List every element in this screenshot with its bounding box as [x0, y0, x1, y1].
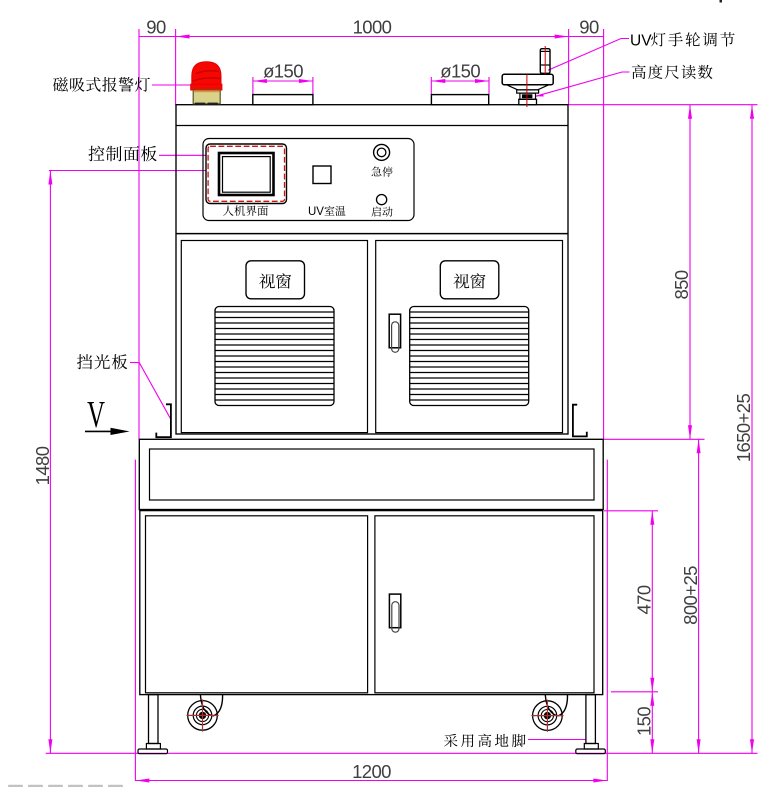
svg-text:90: 90: [146, 17, 166, 38]
svg-text:470: 470: [634, 585, 655, 614]
svg-text:UV: UV: [630, 32, 652, 49]
svg-text:ø150: ø150: [440, 61, 480, 82]
svg-text:1650+25: 1650+25: [733, 394, 754, 463]
svg-text:1480: 1480: [32, 446, 53, 485]
svg-text:1200: 1200: [352, 761, 391, 782]
svg-text:800+25: 800+25: [680, 566, 701, 625]
svg-text:ø150: ø150: [263, 61, 303, 82]
svg-text:V: V: [87, 392, 105, 435]
svg-text:1000: 1000: [353, 17, 392, 38]
svg-text:150: 150: [634, 707, 655, 736]
svg-text:UV: UV: [308, 206, 324, 218]
svg-text:90: 90: [579, 17, 599, 38]
svg-text:850: 850: [671, 270, 692, 299]
